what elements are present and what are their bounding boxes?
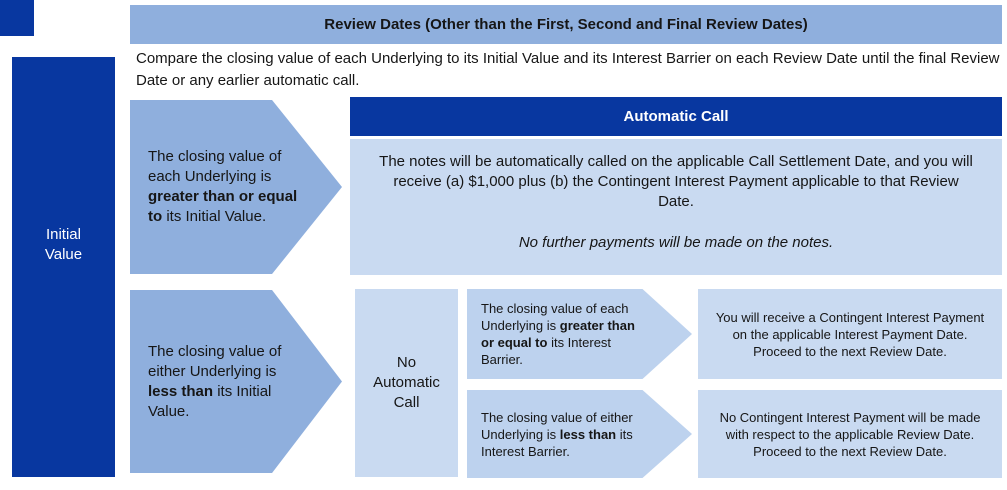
call-condition-bold: greater than or equal to (148, 188, 298, 225)
call-condition-pre: The closing value of each Underlying is (148, 148, 282, 185)
barrier-met-post: its Interest Barrier. (481, 335, 612, 367)
no-further-payments-note: No further payments will be made on the … (518, 234, 834, 251)
barrier-not-met-text: The closing value of either Underlying i… (467, 409, 641, 460)
no-call-condition-pre: The closing value of either Underlying i… (148, 342, 282, 380)
initial-value-label: Initial Value (44, 226, 83, 263)
automatic-call-header: Automatic Call (350, 97, 1002, 136)
barrier-met-text: The closing value of each Underlying is … (467, 300, 641, 368)
barrier-met-arrow: The closing value of each Underlying is … (467, 289, 692, 379)
outcome-no-interest-text: No Contingent Interest Payment will be m… (719, 409, 981, 442)
barrier-met-pre: The closing value of each Underlying is (481, 301, 629, 333)
initial-value-box: Initial Value (12, 57, 115, 477)
intro-text: Compare the closing value of each Underl… (136, 50, 1000, 89)
barrier-not-met-post: its Interest Barrier. (481, 426, 633, 459)
outcome-interest-paid-box: You will receive a Contingent Interest P… (698, 289, 1002, 379)
no-call-condition-post: its Initial Value. (148, 382, 272, 420)
no-call-condition-bold: less than (148, 382, 214, 400)
outcome-interest-paid-text: You will receive a Contingent Interest P… (715, 309, 985, 342)
automatic-call-body-text: The notes will be automatically called o… (379, 153, 973, 210)
no-call-condition-text: The closing value of either Underlying i… (130, 342, 300, 422)
outcome-interest-paid-proceed: Proceed to the next Review Date. (753, 343, 947, 359)
barrier-met-bold: greater than or equal to (481, 318, 635, 350)
automatic-call-body: The notes will be automatically called o… (350, 139, 1002, 275)
call-condition-post: its Initial Value. (162, 208, 267, 225)
outcome-no-interest-box: No Contingent Interest Payment will be m… (698, 390, 1002, 478)
call-condition-text: The closing value of each Underlying is … (130, 147, 300, 227)
outcome-no-interest-proceed: Proceed to the next Review Date. (753, 443, 947, 459)
diagram-title: Review Dates (Other than the First, Seco… (324, 16, 808, 33)
call-condition-arrow: The closing value of each Underlying is … (130, 100, 342, 274)
corner-accent-square (0, 0, 34, 36)
barrier-not-met-bold: less than (559, 426, 617, 442)
no-call-condition-arrow: The closing value of either Underlying i… (130, 290, 342, 473)
automatic-call-title: Automatic Call (623, 108, 729, 125)
barrier-not-met-pre: The closing value of either Underlying i… (481, 409, 633, 442)
diagram-title-bar: Review Dates (Other than the First, Seco… (130, 5, 1002, 44)
barrier-not-met-arrow: The closing value of either Underlying i… (467, 390, 692, 478)
no-automatic-call-box: No Automatic Call (355, 289, 458, 477)
no-automatic-call-label: No Automatic Call (373, 354, 440, 411)
